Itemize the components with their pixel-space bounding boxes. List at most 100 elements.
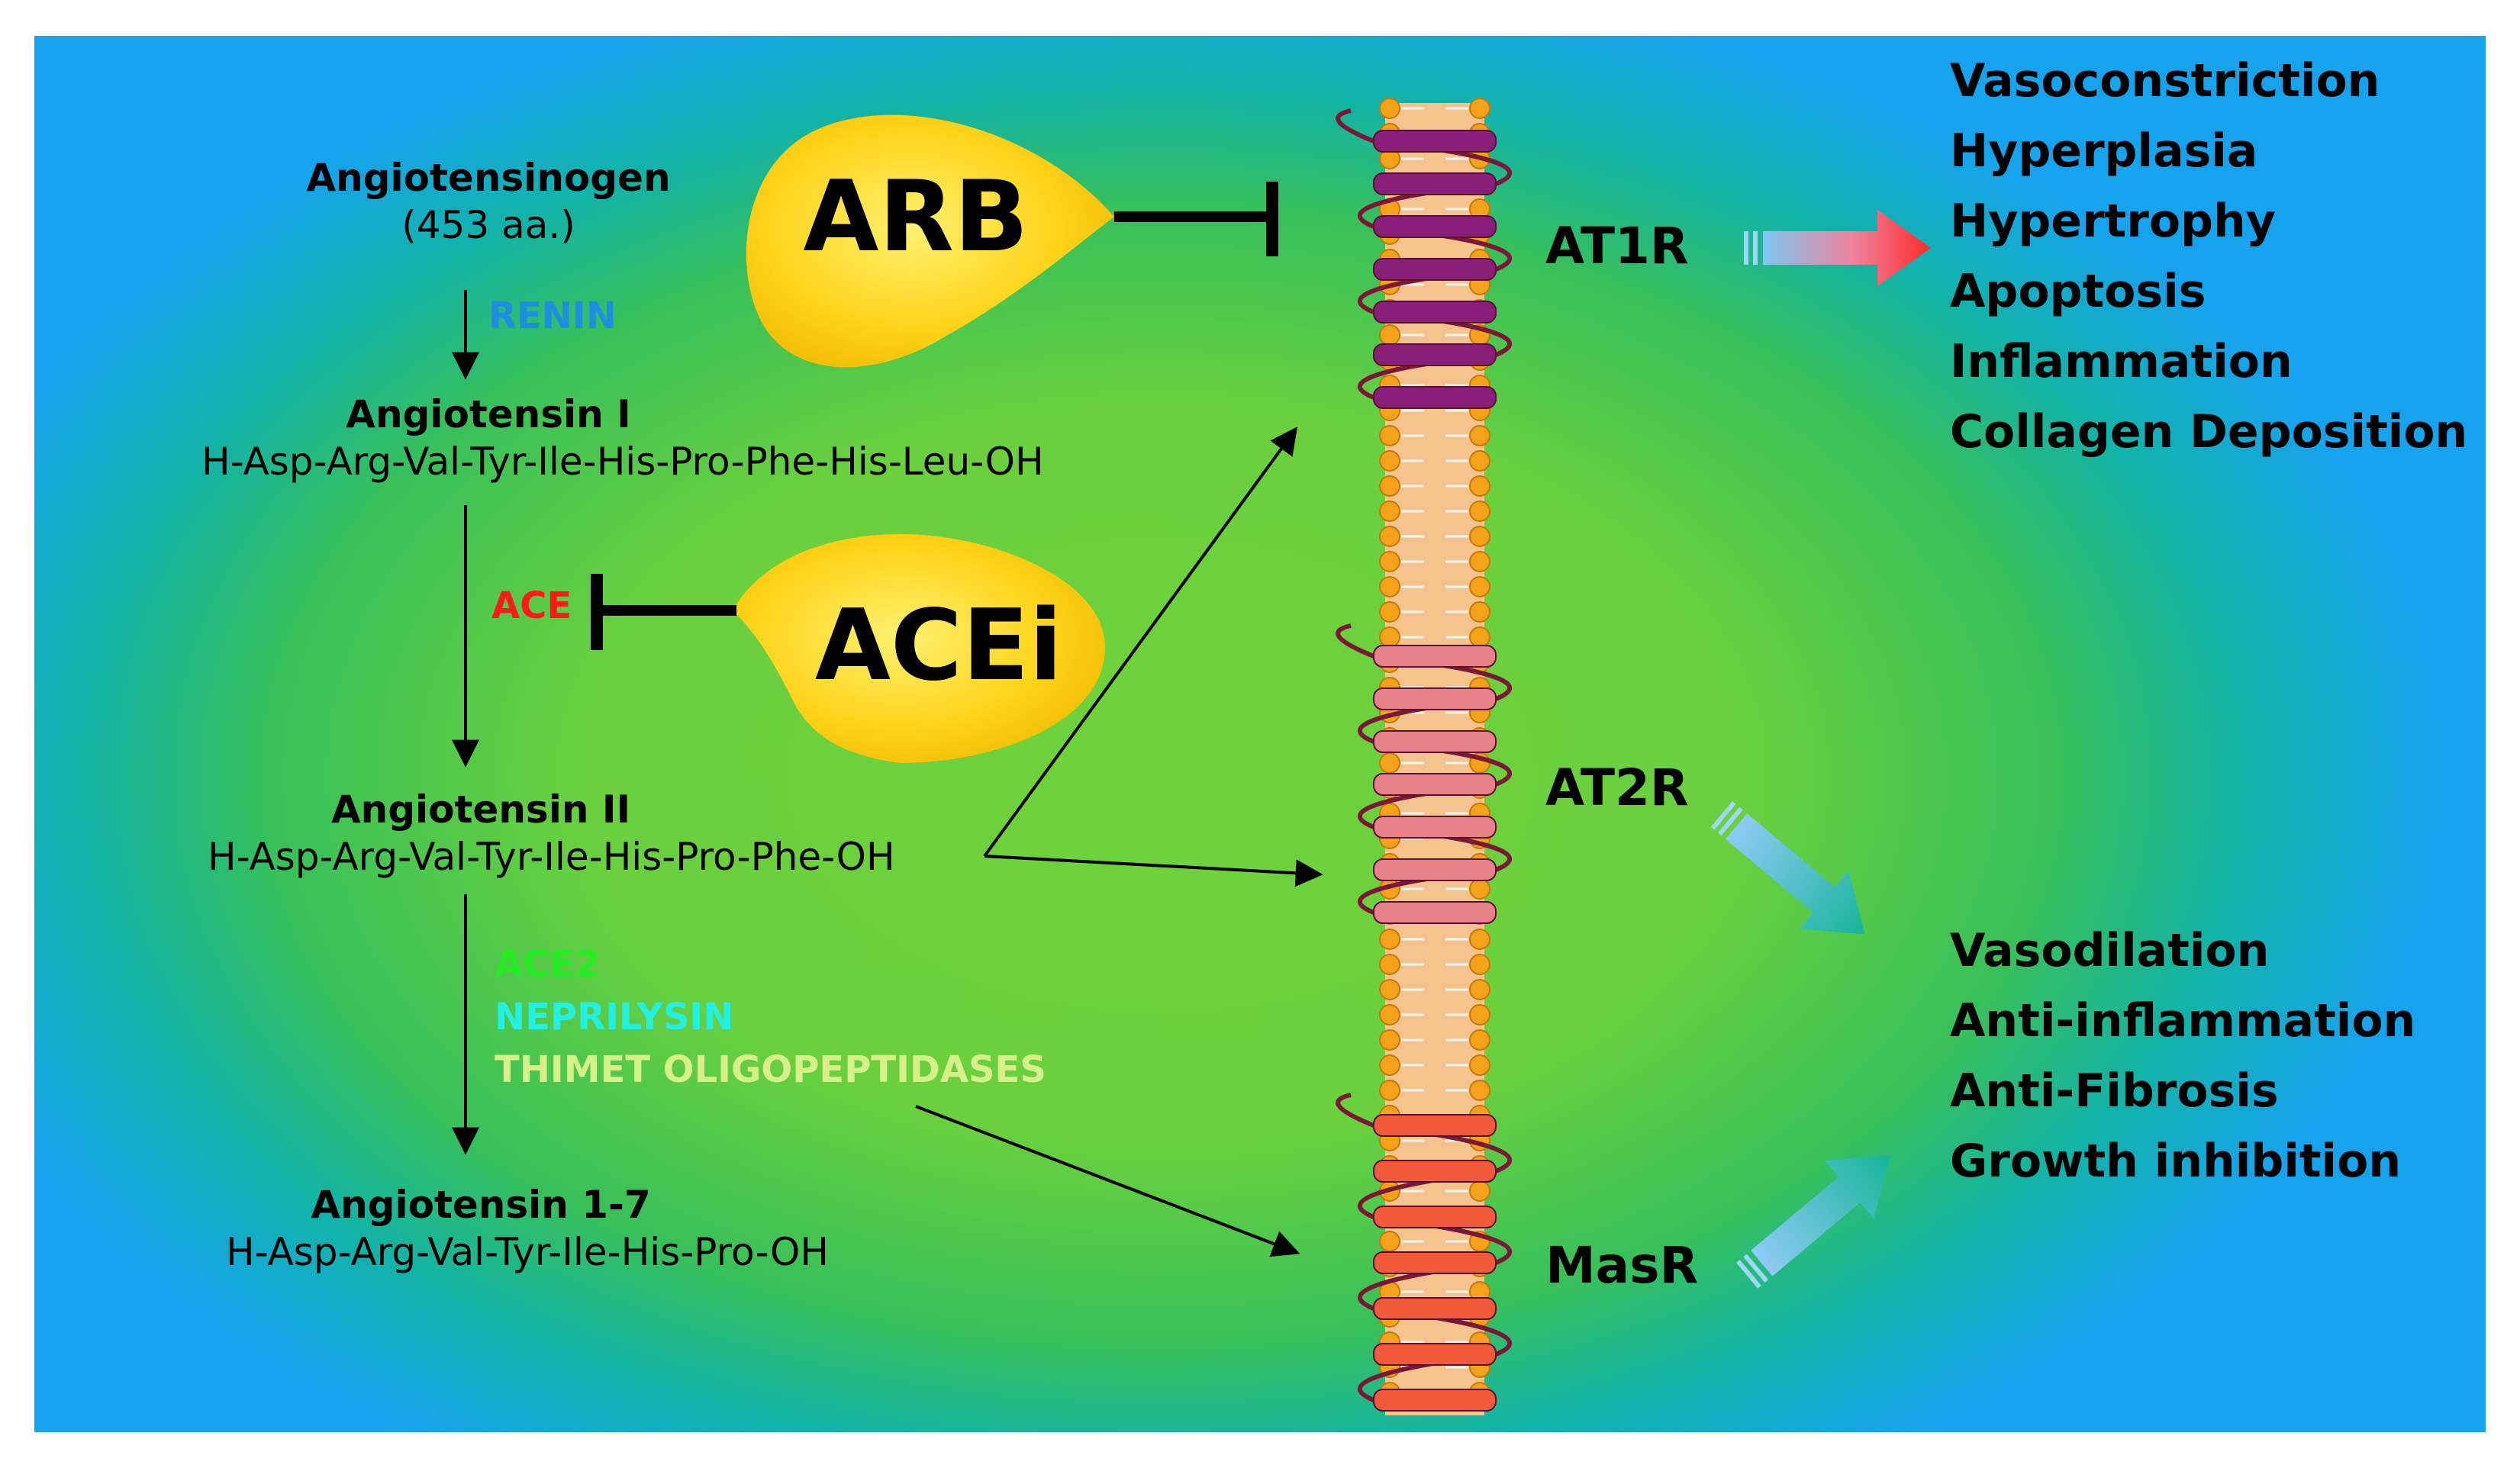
lipid-head — [1469, 954, 1490, 975]
lipid-head — [1379, 1054, 1400, 1076]
angiotensin-ii-label: Angiotensin II — [330, 787, 631, 832]
at1r-effect-arrow — [1744, 210, 1931, 286]
angiotensin-1-7-sequence: H-Asp-Arg-Val-Tyr-Ile-His-Pro-OH — [226, 1230, 829, 1274]
lipid-head — [1379, 1004, 1400, 1025]
lipid-head — [1379, 1029, 1400, 1051]
lipid-head — [1469, 979, 1490, 1000]
lipid-head — [1469, 1029, 1490, 1051]
angiotensinogen-detail: (453 aa.) — [401, 203, 575, 247]
effect-item: Vasoconstriction — [1950, 54, 2380, 108]
lipid-head — [1469, 1054, 1490, 1076]
masr-receptor-helix — [1373, 1343, 1497, 1366]
at1r-label: AT1R — [1545, 217, 1689, 275]
lipid-head — [1379, 626, 1400, 648]
masr-effect-arrow — [1736, 1155, 1890, 1289]
at1r-receptor-helix — [1373, 215, 1497, 238]
lipid-head — [1469, 526, 1490, 547]
receptor-helices — [1336, 108, 1513, 1412]
lipid-head — [1379, 1080, 1400, 1101]
masr-receptor-helix — [1373, 1389, 1497, 1412]
lipid-head — [1469, 1180, 1490, 1202]
protective-effects-list: Vasodilation Anti-inflammation Anti-Fibr… — [1950, 916, 2415, 1196]
lipid-head — [1469, 450, 1490, 472]
lipid-head — [1379, 576, 1400, 597]
lipid-head — [1379, 475, 1400, 497]
at2r-receptor-helix — [1373, 858, 1497, 881]
at2r-effect-arrow — [1710, 801, 1865, 935]
effect-item: Growth inhibition — [1950, 1135, 2402, 1188]
at2r-receptor-helix — [1373, 687, 1497, 710]
lipid-head — [1379, 979, 1400, 1000]
lipid-head — [1379, 1231, 1400, 1252]
at1r-receptor — [1336, 108, 1513, 409]
diagram-background — [34, 36, 2486, 1432]
effect-item: Collagen Deposition — [1950, 405, 2468, 459]
lipid-head — [1379, 450, 1400, 472]
lipid-head — [1379, 324, 1400, 346]
effect-item: Vasodilation — [1950, 924, 2270, 977]
angiotensin-i-label: Angiotensin I — [346, 392, 631, 436]
acei-drug-shape — [591, 534, 1106, 763]
lipid-head — [1469, 475, 1490, 497]
lipid-head — [1469, 1004, 1490, 1025]
lipid-head — [1469, 878, 1490, 900]
lipid-head — [1379, 98, 1400, 119]
lipid-head — [1469, 551, 1490, 572]
masr-receptor-helix — [1373, 1160, 1497, 1183]
neprilysin-label: NEPRILYSIN — [495, 996, 734, 1038]
effect-item: Inflammation — [1950, 335, 2293, 388]
at1r-receptor-helix — [1373, 301, 1497, 324]
lipid-head — [1379, 954, 1400, 975]
arb-label: ARB — [803, 160, 1029, 274]
at2r-receptor-helix — [1373, 645, 1497, 668]
arrow-to-masr — [915, 1105, 1300, 1257]
lipid-head — [1379, 551, 1400, 572]
at2r-receptor-helix — [1373, 901, 1497, 924]
masr-label: MasR — [1545, 1236, 1699, 1295]
effect-item: Hypertrophy — [1950, 195, 2276, 248]
at1r-receptor-helix — [1373, 130, 1497, 153]
lipid-head — [1379, 501, 1400, 522]
acei-label: ACEi — [814, 589, 1063, 703]
masr-receptor-helix — [1373, 1297, 1497, 1320]
at1r-effects-list: Vasoconstriction Hyperplasia Hypertrophy… — [1950, 46, 2467, 467]
arrow-ang2-to-at2r — [984, 855, 1323, 887]
lipid-head — [1469, 626, 1490, 648]
at2r-receptor-helix — [1373, 773, 1497, 796]
at1r-receptor-helix — [1373, 386, 1497, 409]
lipid-head — [1379, 425, 1400, 446]
lipid-head — [1379, 929, 1400, 950]
arrow-ang2-to-at1r — [983, 427, 1298, 858]
at2r-receptor-helix — [1373, 730, 1497, 753]
at2r-receptor — [1336, 623, 1513, 924]
angiotensin-i-sequence: H-Asp-Arg-Val-Tyr-Ile-His-Pro-Phe-His-Le… — [201, 439, 1044, 484]
at1r-receptor-helix — [1373, 172, 1497, 195]
masr-receptor-helix — [1373, 1114, 1497, 1137]
masr-receptor — [1336, 1093, 1513, 1412]
lipid-head — [1469, 576, 1490, 597]
at1r-receptor-helix — [1373, 343, 1497, 366]
masr-receptor-loops — [1336, 1093, 1513, 1402]
effect-item: Apoptosis — [1950, 265, 2206, 318]
ace-label: ACE — [491, 584, 572, 627]
masr-receptor-helix — [1373, 1251, 1497, 1274]
lipid-head — [1469, 501, 1490, 522]
lipid-head — [1469, 601, 1490, 623]
lipid-head — [1469, 1080, 1490, 1101]
effect-item: Anti-inflammation — [1950, 994, 2416, 1048]
lipid-head — [1469, 929, 1490, 950]
lipid-head — [1469, 425, 1490, 446]
at2r-receptor-helix — [1373, 816, 1497, 839]
lipid-head — [1469, 98, 1490, 119]
lipid-head — [1379, 752, 1400, 774]
effect-item: Hyperplasia — [1950, 124, 2258, 178]
at1r-receptor-helix — [1373, 258, 1497, 281]
at2r-label: AT2R — [1545, 758, 1689, 817]
ace2-label: ACE2 — [495, 943, 601, 986]
angiotensin-ii-sequence: H-Asp-Arg-Val-Tyr-Ile-His-Pro-Phe-OH — [208, 835, 895, 879]
renin-label: RENIN — [488, 295, 617, 337]
lipid-head — [1379, 601, 1400, 623]
masr-receptor-helix — [1373, 1206, 1497, 1228]
at2r-receptor-loops — [1336, 623, 1513, 915]
